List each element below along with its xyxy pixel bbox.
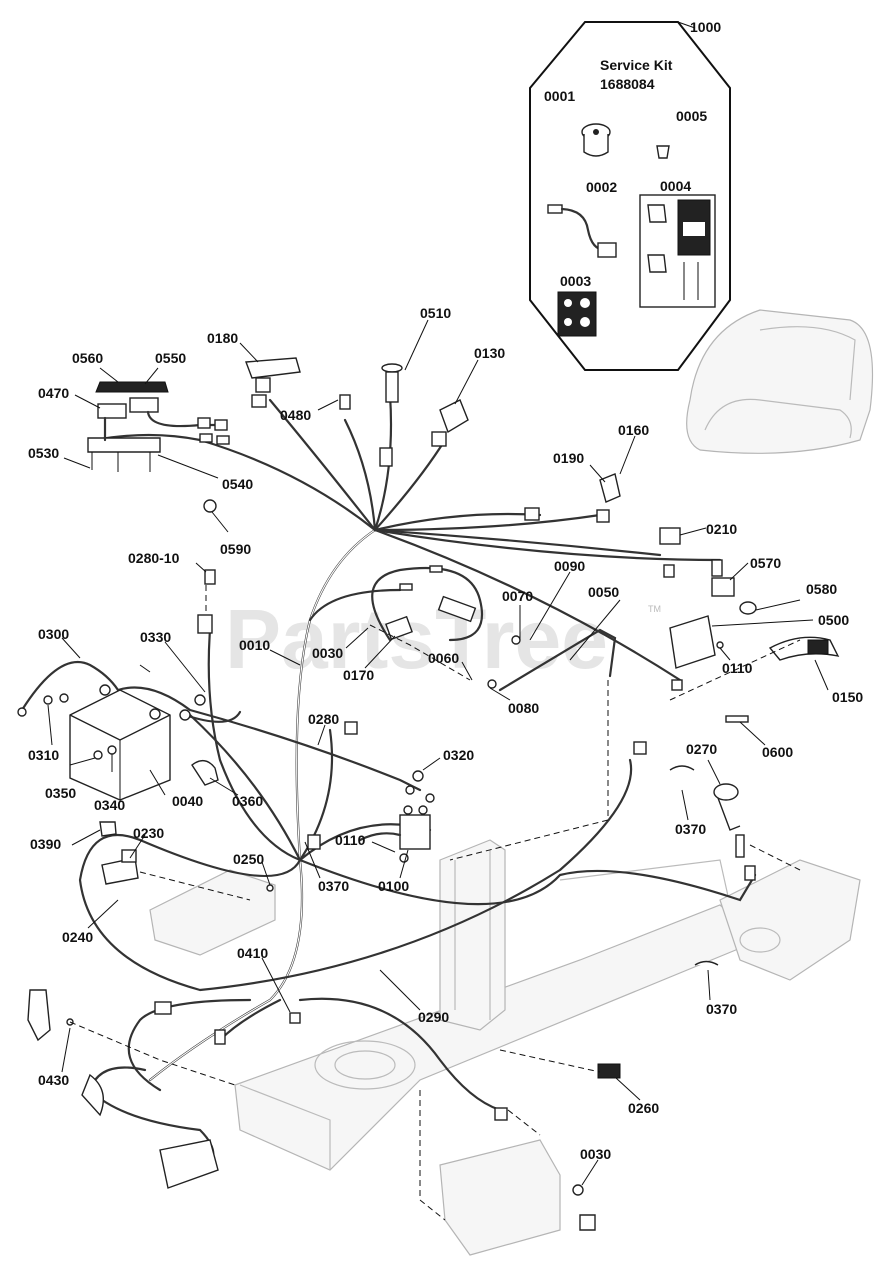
inline-fuse-holder — [385, 565, 477, 641]
callout-label: 0010 — [239, 637, 270, 653]
seat-outline — [686, 309, 874, 454]
hour-meter-part — [245, 357, 301, 408]
solenoid-part — [358, 770, 435, 863]
fuse-holder-part — [339, 394, 351, 410]
callout-label: 0570 — [750, 555, 781, 571]
callout-label: 0190 — [553, 450, 584, 466]
fuse-part — [197, 569, 216, 634]
callout-label: 0030 — [312, 645, 343, 661]
callout-label: 0170 — [343, 667, 374, 683]
decal-sheet-part — [639, 194, 716, 308]
headlight-switch-part — [379, 363, 403, 467]
trademark-mark: TM — [648, 604, 661, 614]
callout-label: 0230 — [133, 825, 164, 841]
leader-lines — [47, 319, 829, 1186]
callout-label: 0150 — [832, 689, 863, 705]
callout-1000: 1000 — [690, 19, 721, 35]
service-kit-number: 1688084 — [600, 76, 655, 92]
callout-label: 0500 — [818, 612, 849, 628]
bracket-part — [99, 821, 274, 892]
ignition-switch-part — [581, 123, 611, 157]
callout-label: 0340 — [94, 797, 125, 813]
callout-label: 0250 — [233, 851, 264, 867]
callout-label: 0260 — [628, 1100, 659, 1116]
chassis-frame — [149, 839, 861, 1256]
callout-label: 0310 — [28, 747, 59, 763]
battery-part — [43, 684, 171, 801]
callout-label: 0280-10 — [128, 550, 180, 566]
watermark-text: PartsTree — [225, 592, 608, 686]
callout-label: 0360 — [232, 793, 263, 809]
callout-label: 0430 — [38, 1072, 69, 1088]
callout-label: 0530 — [28, 445, 59, 461]
callout-0002: 0002 — [586, 179, 617, 195]
callout-label: 0070 — [502, 588, 533, 604]
callout-label: 0600 — [762, 744, 793, 760]
brake-rod-part — [487, 628, 617, 692]
callout-label: 0290 — [418, 1009, 449, 1025]
callout-label: 0100 — [378, 878, 409, 894]
callout-label: 0110 — [335, 832, 366, 848]
pto-connector-part — [524, 473, 621, 523]
callout-label: 0550 — [155, 350, 186, 366]
callout-label: 0320 — [443, 747, 474, 763]
main-wire-harness — [78, 393, 757, 1167]
exploded-guide-lines — [69, 585, 801, 1221]
callout-0005: 0004 — [660, 178, 691, 194]
callout-label: 0510 — [420, 305, 451, 321]
callout-label: 0280 — [308, 711, 339, 727]
callout-label: 0470 — [38, 385, 69, 401]
callout-label: 0040 — [172, 793, 203, 809]
callout-label: 0590 — [220, 541, 251, 557]
callout-label: 0580 — [806, 581, 837, 597]
callout-label: 0160 — [618, 422, 649, 438]
callout-label: 0560 — [72, 350, 103, 366]
key-switch-part — [431, 399, 469, 447]
battery-cables — [17, 660, 422, 792]
callout-label: 0270 — [686, 741, 717, 757]
pto-switch-part — [597, 1063, 621, 1079]
switch-decal-part — [557, 291, 597, 337]
callout-0004: 0005 — [676, 108, 707, 124]
callout-label: 0130 — [474, 345, 505, 361]
seat-switch-part — [768, 636, 840, 661]
callout-label: 0410 — [237, 945, 268, 961]
callout-label: 0090 — [554, 558, 585, 574]
service-kit-panel: 1000 Service Kit 1688084 0001 0005 0002 … — [529, 19, 731, 371]
callout-label: 0210 — [706, 521, 737, 537]
callout-label: 0240 — [62, 929, 93, 945]
callout-0001: 0001 — [544, 88, 575, 104]
relay-part — [659, 527, 757, 615]
callout-label: 0390 — [30, 836, 61, 852]
switch-plate — [87, 381, 230, 472]
ring-terminal-part — [203, 499, 217, 513]
callout-label: 0370 — [706, 1001, 737, 1017]
terminal-boot-part — [191, 760, 219, 786]
callout-label: 0350 — [45, 785, 76, 801]
key-cap-part — [656, 145, 670, 159]
callout-label: 0300 — [38, 626, 69, 642]
jumper-harness-part — [547, 204, 617, 258]
callout-0003: 0003 — [560, 273, 591, 289]
callout-label: 0180 — [207, 330, 238, 346]
callout-label: 0540 — [222, 476, 253, 492]
callout-labels: 0560 0550 0470 0530 0540 0180 0510 0130 … — [28, 305, 863, 1162]
headlight-part — [81, 1073, 219, 1189]
bolt-part — [27, 989, 596, 1231]
callout-label: 0030 — [580, 1146, 611, 1162]
connectors-lower — [154, 715, 756, 1121]
callout-label: 0110 — [722, 660, 753, 676]
callout-label: 0080 — [508, 700, 539, 716]
callout-label: 0060 — [428, 650, 459, 666]
callout-label: 0330 — [140, 629, 171, 645]
fuel-sender-part — [669, 765, 745, 966]
callout-label: 0370 — [318, 878, 349, 894]
callout-label: 0480 — [280, 407, 311, 423]
service-kit-title: Service Kit — [600, 57, 673, 73]
callout-label: 0050 — [588, 584, 619, 600]
callout-label: 0370 — [675, 821, 706, 837]
module-part — [669, 615, 724, 691]
